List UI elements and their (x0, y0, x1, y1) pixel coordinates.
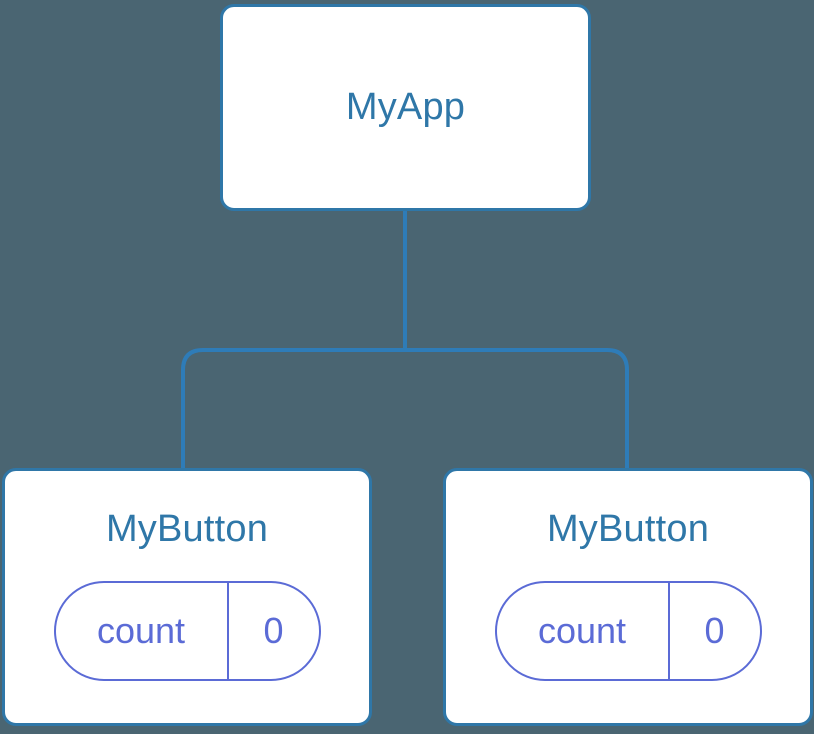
state-key: count (56, 582, 229, 679)
component-node-child-1[interactable]: MyButton count 0 (2, 468, 372, 726)
state-pill[interactable]: count 0 (53, 580, 321, 681)
component-title: MyButton (546, 508, 710, 550)
state-value: 0 (704, 609, 725, 651)
edge-root-to-child-left (181, 348, 405, 470)
state-value: 0 (263, 609, 284, 651)
component-title: MyButton (105, 508, 269, 550)
edge-root-to-child-right (405, 348, 629, 470)
state-pill[interactable]: count 0 (494, 580, 762, 681)
state-key: count (497, 582, 670, 679)
component-node-child-2[interactable]: MyButton count 0 (443, 468, 813, 726)
component-node-root[interactable]: MyApp (220, 4, 591, 211)
component-title: MyApp (345, 85, 466, 128)
